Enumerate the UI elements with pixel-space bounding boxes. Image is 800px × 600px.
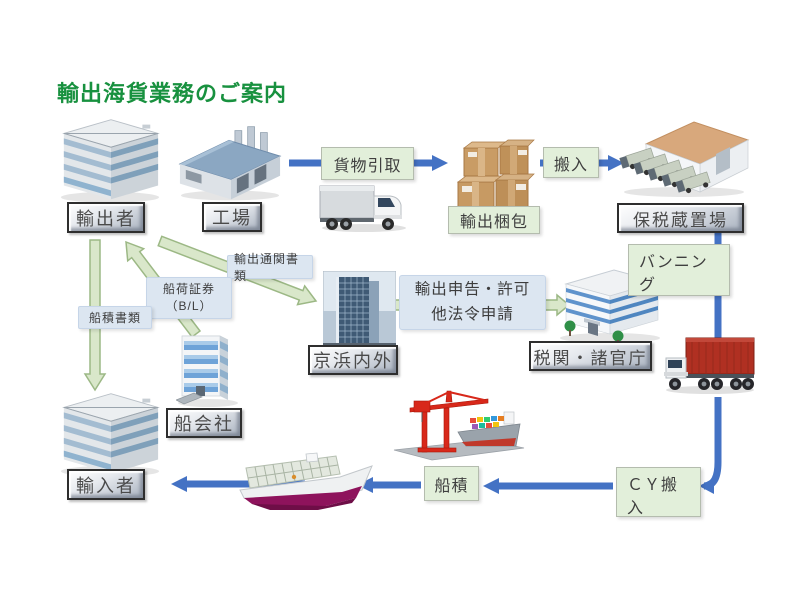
label-loading: 船積 xyxy=(424,466,479,501)
factory-icon xyxy=(178,126,282,201)
arrow-cy-to-loading xyxy=(483,478,613,494)
arrow-truck-to-cy xyxy=(699,397,722,494)
label-shipping-docs: 船積書類 xyxy=(78,306,152,329)
label-importer: 輸入者 xyxy=(67,469,145,500)
label-export-packing: 輸出梱包 xyxy=(448,206,540,234)
label-vanning: バンニング xyxy=(628,244,730,296)
label-keihin-naigai: 京浜内外 xyxy=(308,345,398,375)
container-truck-icon xyxy=(664,337,755,394)
arrow-loading-to-ship xyxy=(357,477,421,493)
importer-office-building-icon xyxy=(60,393,160,478)
label-exporter: 輸出者 xyxy=(67,202,145,233)
label-shipping-company: 船会社 xyxy=(166,408,242,438)
port-crane-icon xyxy=(393,390,525,461)
exporter-office-building-icon xyxy=(60,119,160,204)
cargo-truck-icon xyxy=(319,185,406,232)
label-factory: 工場 xyxy=(202,202,262,232)
label-export-customs-docs: 輸出通関書類 xyxy=(227,252,313,283)
label-export-declaration: 輸出申告・許可 他法令申請 xyxy=(399,275,546,330)
page-title: 輸出海貨業務のご案内 xyxy=(57,81,288,106)
warehouse-trucks xyxy=(619,147,711,194)
label-bonded-warehouse: 保税蔵置場 xyxy=(617,203,744,233)
label-customs-offices: 税関・諸官庁 xyxy=(529,341,652,371)
label-cargo-pickup: 貨物引取 xyxy=(321,147,414,180)
label-carry-in: 搬入 xyxy=(543,147,599,178)
label-cy-carry-in: ＣＹ搬入 xyxy=(616,467,701,517)
keihin-building-photo xyxy=(323,271,396,352)
container-ship-icon xyxy=(239,452,373,510)
label-bill-of-lading: 船荷証券 （B/L） xyxy=(146,277,232,319)
bonded-warehouse-icon xyxy=(619,121,750,197)
shipping-company-building-icon xyxy=(176,335,238,407)
